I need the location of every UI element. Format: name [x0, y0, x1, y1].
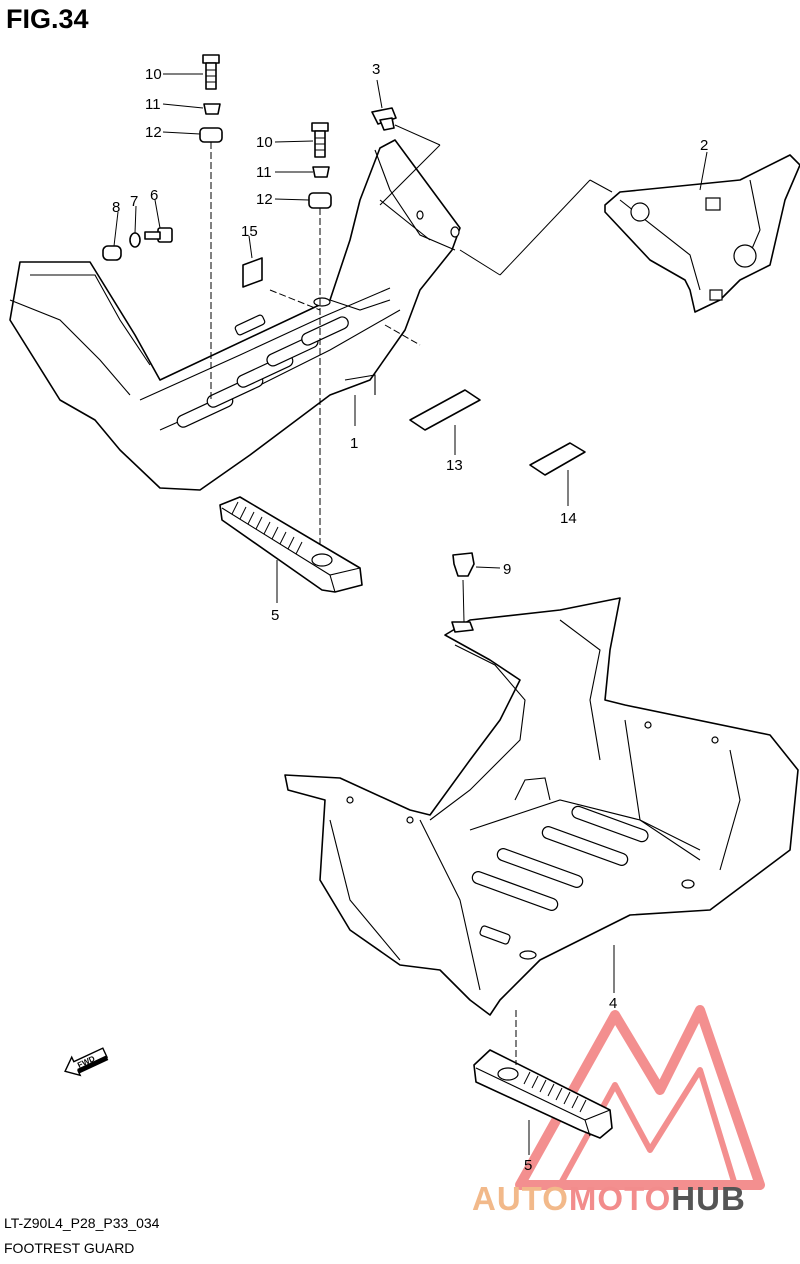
bolt-part6 — [144, 227, 173, 243]
callout-labels: 1 2 3 4 5 5 6 7 8 9 10 10 11 11 12 12 13… — [112, 61, 708, 1174]
callout-10-right: 10 — [256, 134, 273, 151]
washer-part7 — [129, 232, 141, 248]
callout-5-upper: 5 — [271, 607, 279, 624]
clip-part3 — [371, 107, 397, 131]
callout-2: 2 — [700, 137, 708, 154]
footrest-left-part1 — [9, 139, 461, 491]
watermark-auto: AUTO — [472, 1180, 569, 1217]
pad-part14 — [529, 442, 586, 476]
clip-part9 — [452, 552, 475, 577]
callout-6: 6 — [150, 187, 158, 204]
pad-part15 — [242, 257, 263, 288]
callout-7: 7 — [130, 193, 138, 210]
figure-code: LT-Z90L4_P28_P33_034 — [4, 1215, 160, 1231]
callout-12-left: 12 — [145, 124, 162, 141]
bolt-part10-left — [202, 54, 220, 90]
figure-title: FIG.34 — [6, 4, 89, 34]
spacer-part12-left — [199, 127, 223, 143]
callout-5-lower: 5 — [524, 1157, 532, 1174]
callout-4: 4 — [609, 995, 617, 1012]
footrest-rubber-part5-upper — [219, 496, 363, 593]
callout-9: 9 — [503, 561, 511, 578]
footrest-right-part4 — [284, 597, 799, 1016]
grommet-part4 — [451, 621, 474, 633]
fwd-arrow-icon: FWD — [64, 1047, 109, 1077]
watermark-logo — [515, 1005, 765, 1190]
watermark-hub: HUB — [671, 1180, 746, 1217]
callout-13: 13 — [446, 457, 463, 474]
figure-caption: FOOTREST GUARD — [4, 1240, 135, 1256]
washer-part11-right — [312, 166, 330, 178]
spacer-part12-right — [308, 192, 332, 209]
pad-part13 — [409, 389, 481, 431]
watermark-text: AUTOMOTOHUB — [472, 1180, 746, 1218]
callout-1: 1 — [350, 435, 358, 452]
callout-11-left: 11 — [145, 96, 161, 113]
washer-part11-left — [203, 103, 221, 115]
leader-lines — [113, 73, 708, 1155]
callout-11-right: 11 — [256, 164, 272, 181]
callout-8: 8 — [112, 199, 120, 216]
bracket-part2 — [604, 154, 800, 313]
callout-14: 14 — [560, 510, 577, 527]
callout-10-left: 10 — [145, 66, 162, 83]
callout-12-right: 12 — [256, 191, 273, 208]
watermark-moto: MOTO — [568, 1180, 672, 1217]
footrest-rubber-part5-lower — [473, 1049, 613, 1139]
callout-3: 3 — [372, 61, 380, 78]
bolt-part10-right — [311, 122, 329, 158]
collar-part8 — [102, 245, 122, 261]
callout-15: 15 — [241, 223, 258, 240]
